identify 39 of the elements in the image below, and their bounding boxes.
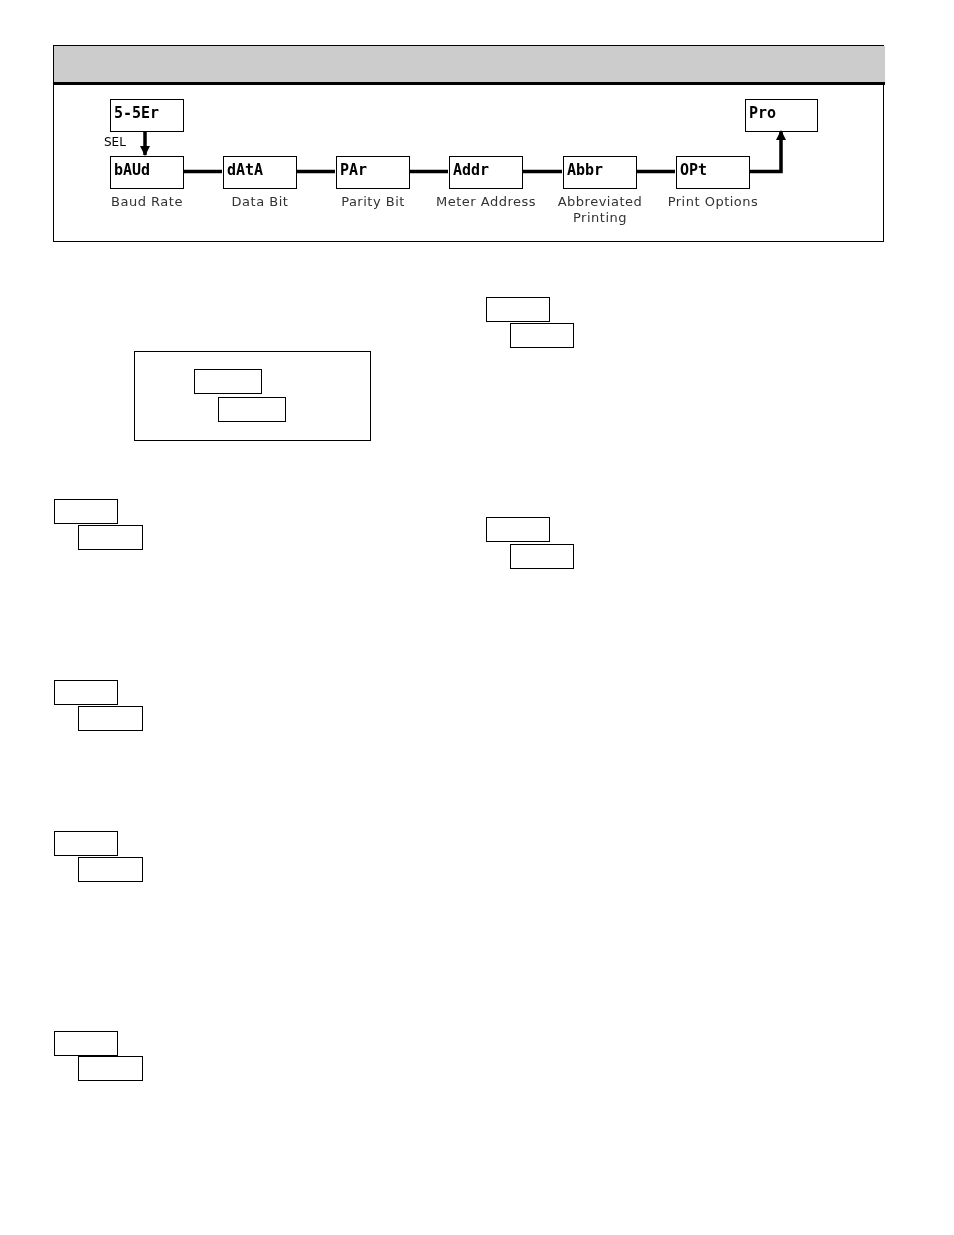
display-box: 5-5Er — [110, 99, 184, 132]
display-box: dAtA — [223, 156, 297, 189]
connector-line — [522, 169, 562, 174]
display-box — [510, 323, 574, 348]
display-box — [78, 857, 143, 882]
arrow — [139, 131, 151, 157]
parameter-caption: Parity Bit — [340, 194, 406, 210]
display-box — [510, 544, 574, 569]
connector-line — [183, 169, 222, 174]
panel-frame — [134, 351, 371, 441]
parameter-caption: Baud Rate — [110, 194, 184, 210]
parameter-caption: Meter Address — [434, 194, 538, 210]
display-box — [486, 297, 550, 322]
display-box: Abbr — [563, 156, 637, 189]
display-box — [78, 525, 143, 550]
display-box — [78, 1056, 143, 1081]
display-box: Pro — [745, 99, 818, 132]
arrow — [749, 129, 787, 174]
header-band — [54, 46, 885, 85]
display-box: PAr — [336, 156, 410, 189]
parameter-caption: Print Options — [666, 194, 760, 210]
panel-frame — [53, 45, 884, 242]
display-box — [54, 1031, 118, 1056]
display-box — [486, 517, 550, 542]
display-box — [218, 397, 286, 422]
display-box: bAUd — [110, 156, 184, 189]
display-box — [78, 706, 143, 731]
display-box: Addr — [449, 156, 523, 189]
connector-line — [636, 169, 675, 174]
parameter-caption: Data Bit — [230, 194, 290, 210]
edge-label: SEL — [103, 135, 127, 149]
connector-line — [409, 169, 448, 174]
parameter-caption: Abbreviated Printing — [556, 194, 644, 226]
display-box — [194, 369, 262, 394]
display-box: OPt — [676, 156, 750, 189]
display-box — [54, 680, 118, 705]
connector-line — [296, 169, 335, 174]
display-box — [54, 499, 118, 524]
display-box — [54, 831, 118, 856]
